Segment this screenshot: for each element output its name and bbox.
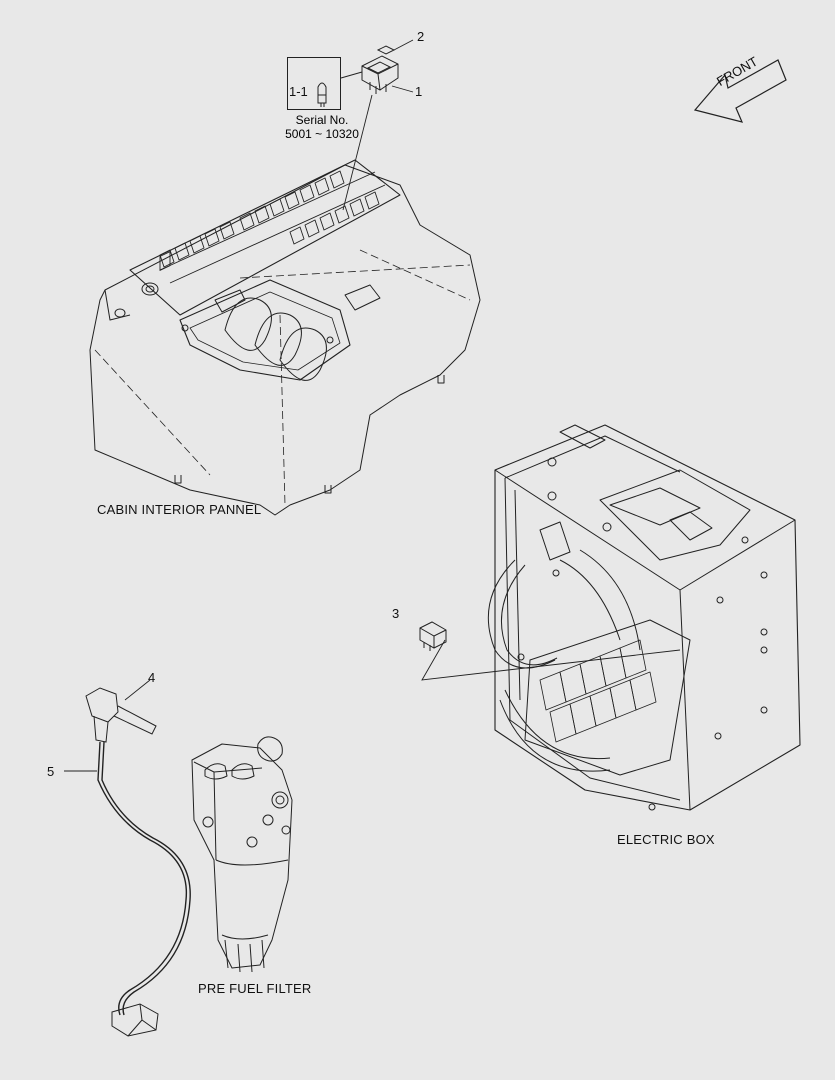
vent-slots <box>159 170 380 268</box>
switch-part-1 <box>340 55 399 94</box>
serial-title: Serial No. <box>295 113 349 127</box>
serial-range: 5001 ~ 10320 <box>285 127 359 141</box>
connector <box>111 1003 159 1037</box>
front-arrow-icon <box>693 59 787 123</box>
serial-inset-box <box>287 57 341 110</box>
bulb-icon <box>317 82 327 107</box>
leader-lines <box>64 39 681 772</box>
pre-fuel-filter <box>191 736 293 973</box>
callout-1: 1 <box>415 84 423 99</box>
caption-pre-fuel-filter: PRE FUEL FILTER <box>198 981 312 996</box>
cabin-interior-panel <box>89 159 481 516</box>
electric-box <box>487 424 801 811</box>
harness-part-5 <box>97 741 191 1016</box>
callout-4: 4 <box>148 670 156 685</box>
callout-5: 5 <box>47 764 55 779</box>
caption-cabin: CABIN INTERIOR PANNEL <box>97 502 262 517</box>
callout-3: 3 <box>392 606 400 621</box>
serial-note: Serial No. 5001 ~ 10320 <box>277 113 367 141</box>
inset-part-id: 1-1 <box>289 84 308 99</box>
caption-electric-box: ELECTRIC BOX <box>617 832 715 847</box>
switch-cap-part-2 <box>376 45 396 55</box>
relay-part-3 <box>419 621 447 651</box>
callout-2: 2 <box>417 29 425 44</box>
sensor-part-4 <box>85 687 157 743</box>
